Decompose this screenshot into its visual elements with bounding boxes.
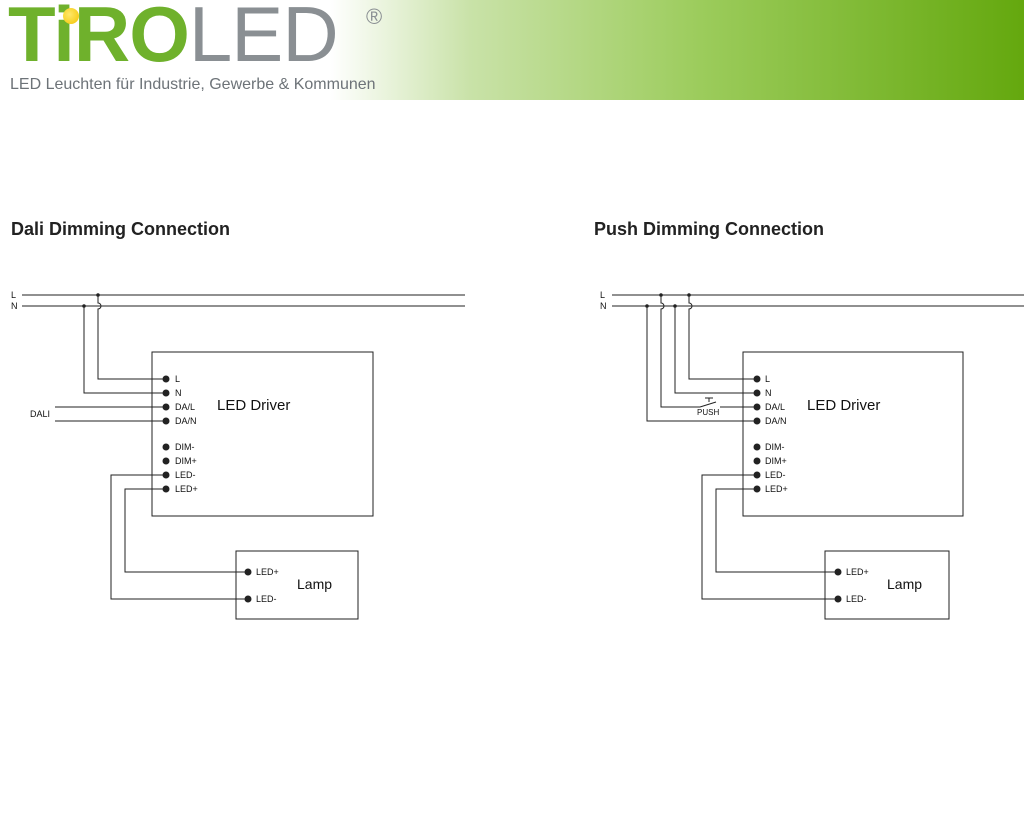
dali-terminal-dot [162, 485, 170, 493]
push-term-l: L [765, 374, 770, 384]
push-lamp-led-minus: LED- [846, 594, 867, 604]
push-line-n-label: N [600, 301, 607, 311]
push-terminal-dot [753, 417, 761, 425]
push-terminal-dot [753, 403, 761, 411]
dali-terminal-dot [162, 389, 170, 397]
dali-terminal-dot [162, 471, 170, 479]
header-banner: TiROLED ® LED Leuchten für Industrie, Ge… [0, 0, 1024, 100]
dali-input-label: DALI [30, 409, 50, 419]
push-term-led-minus: LED- [765, 470, 786, 480]
dali-term-led-plus: LED+ [175, 484, 198, 494]
dali-term-dan: DA/N [175, 416, 197, 426]
push-line-l-label: L [600, 290, 605, 300]
push-terminal-dot [753, 443, 761, 451]
dali-terminal-dot [162, 375, 170, 383]
dali-terminal-dot [162, 443, 170, 451]
dali-terminal-dot [162, 457, 170, 465]
logo-led: LED [188, 0, 339, 78]
dali-lamp-led-minus: LED- [256, 594, 277, 604]
dali-terminal-dot [162, 417, 170, 425]
dali-lamp-terminal-dot [244, 595, 252, 603]
dali-term-dal: DA/L [175, 402, 195, 412]
dali-driver-label: LED Driver [217, 397, 290, 414]
dali-line-l-label: L [11, 290, 16, 300]
dali-lamp-terminal-dot [244, 568, 252, 576]
push-section-title: Push Dimming Connection [594, 219, 825, 239]
dali-terminal-dot [162, 403, 170, 411]
dali-lamp-label: Lamp [297, 576, 332, 592]
dali-term-dim-plus: DIM+ [175, 456, 197, 466]
registered-mark: ® [366, 4, 383, 29]
push-terminal-dot [753, 375, 761, 383]
push-terminal-dot [753, 457, 761, 465]
dali-term-led-minus: LED- [175, 470, 196, 480]
push-lamp-terminal-dot [834, 568, 842, 576]
push-term-dal: DA/L [765, 402, 785, 412]
push-term-dim-plus: DIM+ [765, 456, 787, 466]
push-terminal-dot [753, 389, 761, 397]
push-term-dim-minus: DIM- [765, 442, 785, 452]
push-lamp-led-plus: LED+ [846, 567, 869, 577]
push-driver-label: LED Driver [807, 397, 880, 414]
dali-term-dim-minus: DIM- [175, 442, 195, 452]
dali-section-title: Dali Dimming Connection [11, 219, 231, 239]
dali-lamp-led-plus: LED+ [256, 567, 279, 577]
logo-sun-icon [63, 8, 79, 24]
dali-term-l: L [175, 374, 180, 384]
dali-term-n: N [175, 388, 182, 398]
push-terminal-dot [753, 485, 761, 493]
push-term-n: N [765, 388, 772, 398]
tagline: LED Leuchten für Industrie, Gewerbe & Ko… [10, 76, 376, 93]
push-lamp-label: Lamp [887, 576, 922, 592]
push-term-led-plus: LED+ [765, 484, 788, 494]
dali-line-n-label: N [11, 301, 18, 311]
push-lamp-terminal-dot [834, 595, 842, 603]
push-switch-label: PUSH [697, 408, 719, 417]
logo-ro: RO [73, 0, 190, 78]
push-term-dan: DA/N [765, 416, 787, 426]
push-terminal-dot [753, 471, 761, 479]
